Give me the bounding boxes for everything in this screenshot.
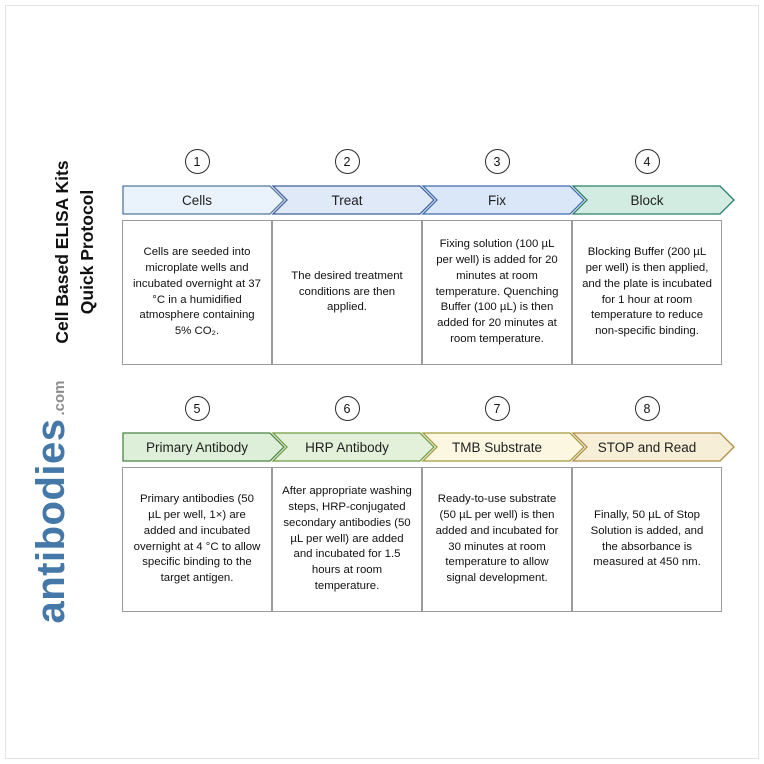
step-label: TMB Substrate — [451, 439, 543, 455]
brand-logo-text: antibodies — [29, 418, 73, 624]
step-description: Cells are seeded into microplate wells a… — [133, 246, 261, 337]
step-arrow-banner: STOP and Read — [571, 432, 735, 462]
step-8-stop-and-read: 8 STOP and Read Finally, 50 µL of Stop S… — [571, 396, 735, 612]
page-title-line2: Quick Protocol — [77, 189, 98, 315]
step-description: Blocking Buffer (200 µL per well) is the… — [582, 246, 712, 337]
step-description-box: Fixing solution (100 µL per well) is add… — [422, 220, 572, 365]
step-label: STOP and Read — [597, 439, 697, 455]
step-number-badge: 8 — [634, 396, 660, 421]
page-title: Cell Based ELISA Kits Quick Protocol — [50, 137, 102, 367]
step-number: 4 — [643, 154, 651, 169]
step-label: Block — [630, 192, 664, 208]
step-5-primary-antibody: 5 Primary Antibody Primary antibodies (5… — [122, 396, 285, 612]
step-label: Treat — [331, 192, 363, 208]
step-1-cells: 1 Cells Cells are seeded into microplate… — [122, 149, 285, 365]
step-description: Primary antibodies (50 µL per well, 1×) … — [133, 493, 261, 584]
step-7-tmb-substrate: 7 TMB Substrate Ready-to-use substrate (… — [421, 396, 585, 612]
step-description-box: Ready-to-use substrate (50 µL per well) … — [422, 467, 572, 612]
step-description: The desired treatment conditions are the… — [291, 269, 403, 314]
step-number: 2 — [343, 154, 351, 169]
step-label: HRP Antibody — [305, 439, 389, 455]
step-number-badge: 7 — [484, 396, 510, 421]
step-description: Finally, 50 µL of Stop Solution is added… — [590, 509, 704, 569]
step-number: 1 — [193, 154, 201, 169]
page-title-line1: Cell Based ELISA Kits — [52, 160, 72, 344]
brand-logo-suffix: .com — [51, 380, 68, 416]
step-arrow-banner: TMB Substrate — [421, 432, 585, 462]
brand-logo: antibodies .com — [29, 374, 107, 630]
page-frame — [5, 5, 759, 759]
step-arrow-banner: Cells — [122, 185, 285, 215]
arrow-right-icon — [571, 185, 735, 215]
step-label: Primary Antibody — [145, 439, 249, 455]
step-number-badge: 4 — [634, 149, 660, 174]
step-number: 7 — [493, 401, 501, 416]
arrow-right-icon — [421, 432, 585, 462]
step-number-badge: 5 — [184, 396, 210, 421]
step-description: Fixing solution (100 µL per well) is add… — [435, 238, 559, 345]
arrow-right-icon — [122, 185, 285, 215]
arrow-right-icon — [271, 432, 435, 462]
step-3-fix: 3 Fix Fixing solution (100 µL per well) … — [421, 149, 585, 365]
step-number-badge: 6 — [334, 396, 360, 421]
step-arrow-banner: Primary Antibody — [122, 432, 285, 462]
step-description-box: The desired treatment conditions are the… — [272, 220, 422, 365]
step-2-treat: 2 Treat The desired treatment conditions… — [271, 149, 435, 365]
arrow-right-icon — [571, 432, 735, 462]
step-number: 3 — [493, 154, 501, 169]
step-number-badge: 3 — [484, 149, 510, 174]
step-number: 6 — [343, 401, 351, 416]
arrow-right-icon — [122, 432, 285, 462]
step-number: 5 — [193, 401, 201, 416]
step-description: After appropriate washing steps, HRP-con… — [282, 485, 412, 592]
step-description-box: Finally, 50 µL of Stop Solution is added… — [572, 467, 722, 612]
step-description: Ready-to-use substrate (50 µL per well) … — [435, 493, 559, 584]
step-description-box: After appropriate washing steps, HRP-con… — [272, 467, 422, 612]
arrow-right-icon — [421, 185, 585, 215]
step-4-block: 4 Block Blocking Buffer (200 µL per well… — [571, 149, 735, 365]
step-arrow-banner: Treat — [271, 185, 435, 215]
step-description-box: Cells are seeded into microplate wells a… — [122, 220, 272, 365]
step-number: 8 — [643, 401, 651, 416]
step-label: Cells — [181, 192, 212, 208]
step-arrow-banner: Block — [571, 185, 735, 215]
step-number-badge: 1 — [184, 149, 210, 174]
step-arrow-banner: Fix — [421, 185, 585, 215]
step-6-hrp-antibody: 6 HRP Antibody After appropriate washing… — [271, 396, 435, 612]
arrow-right-icon — [271, 185, 435, 215]
step-number-badge: 2 — [334, 149, 360, 174]
step-arrow-banner: HRP Antibody — [271, 432, 435, 462]
step-label: Fix — [488, 192, 506, 208]
step-description-box: Blocking Buffer (200 µL per well) is the… — [572, 220, 722, 365]
step-description-box: Primary antibodies (50 µL per well, 1×) … — [122, 467, 272, 612]
